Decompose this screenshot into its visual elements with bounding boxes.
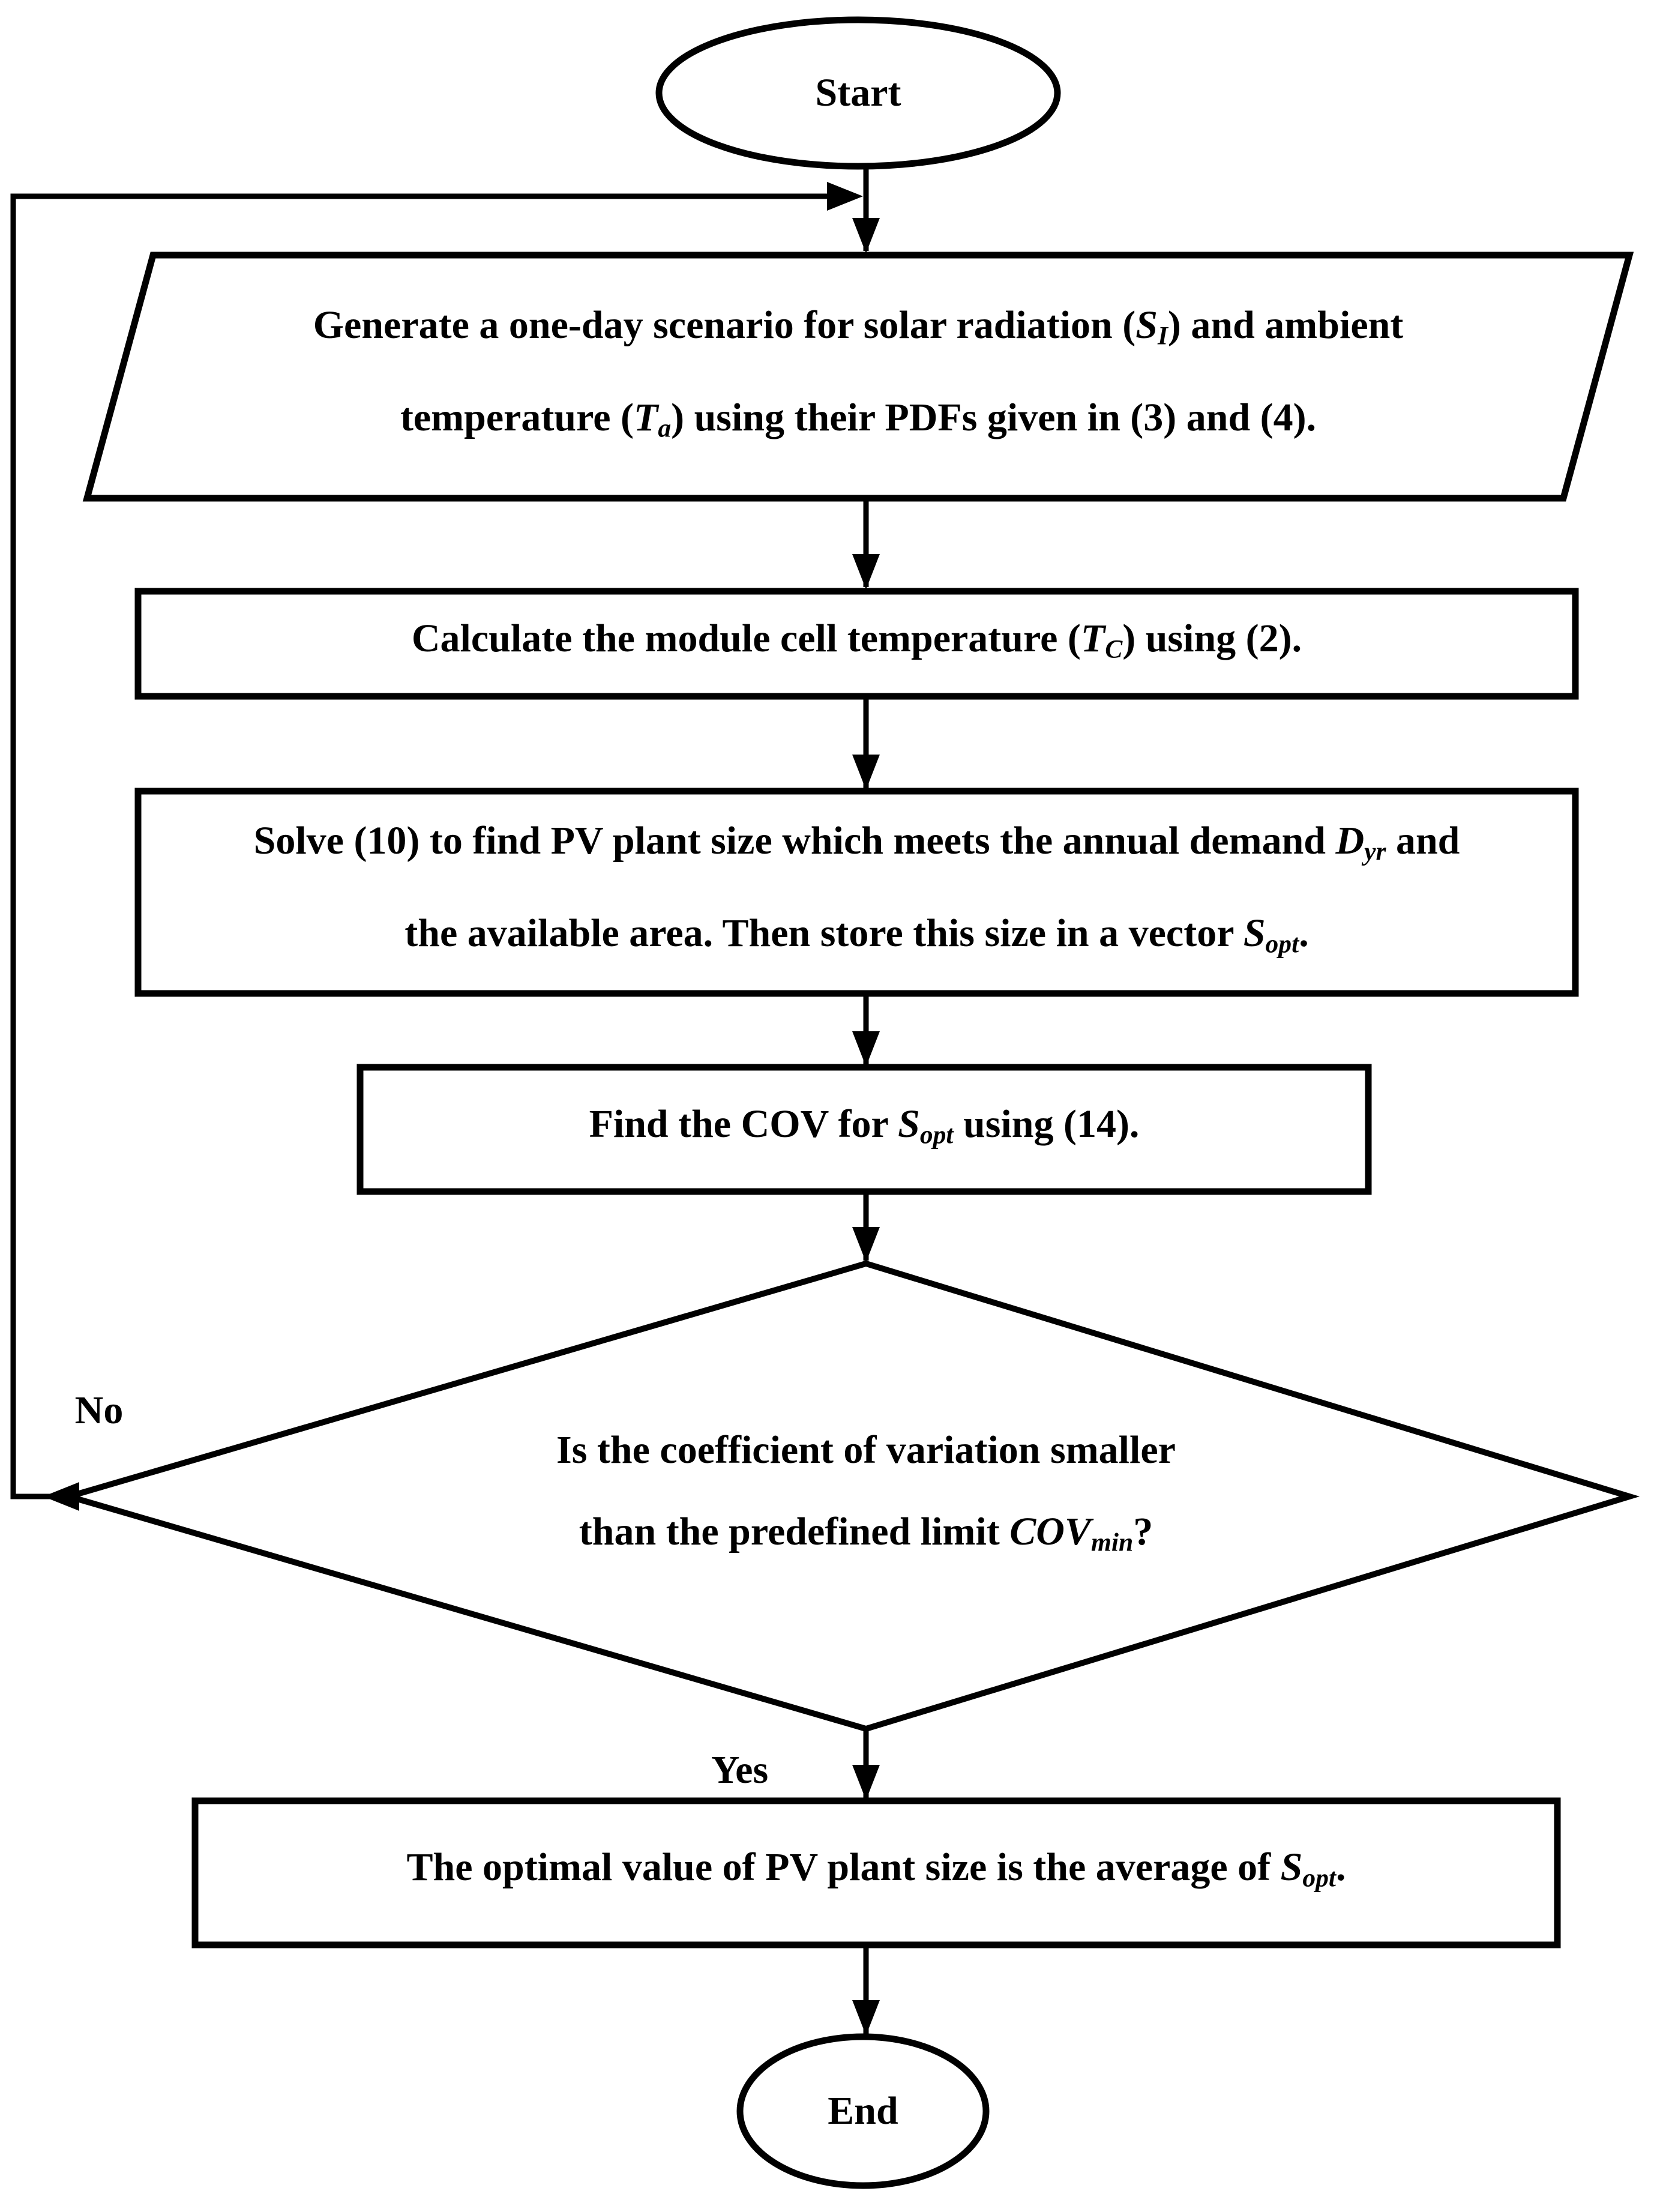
cov-step-text: Find the COV for Sopt using (14). [360, 1067, 1368, 1192]
end-label-text: End [828, 2089, 898, 2133]
generate-step-text: Generate a one-day scenario for solar ra… [87, 255, 1629, 498]
calculate-line-1: Calculate the module cell temperature (T… [411, 616, 1302, 664]
no-branch-label: No [74, 1388, 124, 1432]
arrowhead-into-end-icon [852, 2000, 880, 2036]
generate-line-1: Generate a one-day scenario for solar ra… [313, 303, 1404, 351]
solve-step-text: Solve (10) to find PV plant size which m… [138, 791, 1575, 993]
cov-process-shape [356, 1064, 1372, 1195]
solve-line-1: Solve (10) to find PV plant size which m… [253, 819, 1460, 866]
decision-question-text: Is the coefficient of variation smaller … [266, 1373, 1466, 1620]
decision-line-2: than the predefined limit COVmin? [579, 1510, 1153, 1557]
arrowhead-into-solve-icon [852, 755, 880, 790]
calculate-step-text: Calculate the module cell temperature (T… [138, 591, 1575, 696]
optimal-process-shape [191, 1797, 1561, 1948]
arrowhead-into-generate-icon [852, 218, 880, 253]
start-terminator-shape [655, 16, 1061, 170]
start-label-text: Start [815, 71, 901, 115]
arrowhead-into-optimal-icon [852, 1765, 880, 1800]
optimal-line-1: The optimal value of PV plant size is th… [406, 1845, 1346, 1893]
decision-diamond-shape [58, 1260, 1640, 1732]
arrowhead-into-calculate-icon [852, 554, 880, 589]
optimal-step-text: The optimal value of PV plant size is th… [195, 1801, 1557, 1945]
calculate-process-shape [134, 588, 1579, 700]
start-terminator-label: Start [658, 20, 1059, 166]
cov-line-1: Find the COV for Sopt using (14). [589, 1101, 1140, 1150]
generate-line-2: temperature (Ta) using their PDFs given … [400, 395, 1317, 442]
end-terminator-shape [736, 2033, 990, 2189]
arrowhead-feedback-join-icon [827, 182, 863, 211]
decision-line-1: Is the coefficient of variation smaller [556, 1428, 1176, 1472]
arrowhead-into-cov-icon [852, 1031, 880, 1067]
solve-process-shape [134, 788, 1579, 997]
generate-parallelogram-shape [82, 252, 1634, 502]
arrowhead-into-decision-icon [852, 1227, 880, 1262]
arrowhead-no-exit-icon [43, 1482, 79, 1511]
yes-branch-label: Yes [711, 1748, 769, 1792]
end-terminator-label: End [740, 2037, 986, 2186]
solve-line-2: the available area. Then store this size… [404, 911, 1309, 958]
